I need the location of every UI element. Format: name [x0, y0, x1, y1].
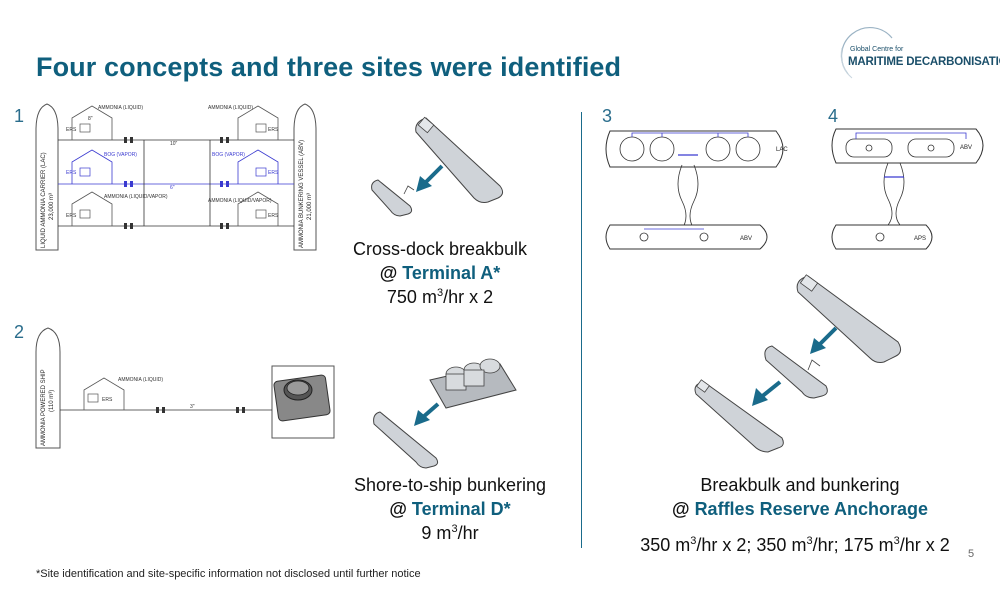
concept-2-illustration	[373, 358, 517, 469]
footnote: *Site identification and site-specific i…	[36, 568, 421, 580]
concept-34-rates: 350 m3/hr x 2; 350 m3/hr; 175 m3/hr x 2	[610, 533, 980, 557]
concept-1-title: Cross-dock breakbulk	[352, 239, 528, 259]
gcmd-logo: Global Centre for MARITIME DECARBONISATI…	[834, 26, 1000, 90]
concept-2-schematic: AMMONIA (LIQUID) ERS 3" AMMONIA POWERED …	[35, 327, 335, 449]
c2-pipe-3: 3"	[190, 404, 195, 410]
c2-ers: ERS	[102, 397, 113, 403]
shore-tank-icon	[273, 374, 331, 422]
c1-ers-5: ERS	[268, 170, 279, 176]
arrow-icon	[810, 326, 838, 354]
c3-bottom-vessel-label: ABV	[740, 236, 752, 242]
rate-1-unit: /hr x 2;	[696, 535, 757, 555]
concept-4-number: 4	[828, 106, 839, 126]
large-tanker-icon	[415, 116, 504, 203]
concept-1-number: 1	[14, 106, 25, 126]
concept-34-caption: Breakbulk and bunkering @ Raffles Reserv…	[650, 473, 950, 521]
c4-bottom-vessel-label: APS	[914, 236, 926, 242]
c1-label-bog-left: BOG (VAPOR)	[104, 152, 137, 158]
small-vessel-icon	[373, 411, 439, 469]
c1-ers-1: ERS	[66, 127, 77, 133]
c1-label-bog-right: BOG (VAPOR)	[212, 152, 245, 158]
c1-ers-6: ERS	[268, 213, 279, 219]
c1-left-vessel-name: LIQUID AMMONIA CARRIER (LAC)	[41, 152, 47, 248]
arrow-icon	[414, 402, 440, 426]
concept-2-site: Terminal D*	[411, 499, 511, 519]
logo-line2: MARITIME DECARBONISATION	[848, 56, 1000, 68]
c1-label-liqvap-right: AMMONIA (LIQUID/VAPOR)	[208, 198, 272, 204]
c1-ers-4: ERS	[268, 127, 279, 133]
c3-top-vessel-label: LAC	[776, 147, 788, 153]
arrow-icon	[416, 164, 444, 192]
concept-2-rate-sup: 3	[451, 523, 458, 535]
concept-1-rate-sup: 3	[436, 287, 444, 299]
c1-label-liquid-left: AMMONIA (LIQUID)	[98, 105, 143, 111]
concept-3-schematic: LAC ABV	[605, 130, 788, 250]
logo-line1: Global Centre for	[850, 46, 904, 53]
c2-vessel-capacity: (110 m³)	[49, 390, 55, 412]
large-tanker-icon	[796, 274, 902, 363]
bunker-vessel-icon	[764, 345, 828, 399]
concept-4-schematic: ABV APS	[831, 128, 984, 250]
concept-1-caption: Cross-dock breakbulk @ Terminal A* 750 m…	[340, 237, 540, 309]
c1-pipe-8: 8"	[88, 116, 93, 122]
concept-1-rate-value: 750 m	[386, 287, 437, 307]
rate-3-unit: /hr x 2	[899, 535, 950, 555]
concept-2-number: 2	[14, 322, 25, 342]
c1-pipe-6: 6"	[170, 185, 175, 191]
concept-3-number: 3	[602, 106, 613, 126]
c1-ers-3: ERS	[66, 213, 77, 219]
concept-2-rate-value: 9 m	[421, 523, 452, 543]
concept-34-at: @	[672, 499, 695, 519]
small-vessel-icon	[371, 179, 415, 217]
concept-34-title: Breakbulk and bunkering	[700, 475, 900, 495]
concept-1-schematic: AMMONIA (LIQUID) AMMONIA (LIQUID) BOG (V…	[35, 103, 317, 251]
c1-left-vessel-capacity: 23,000 m³	[49, 193, 55, 220]
shore-terminal-icon	[429, 358, 517, 409]
concept-2-title: Shore-to-ship bunkering	[353, 475, 547, 495]
c4-top-vessel-label: ABV	[960, 145, 972, 151]
concept-34-illustration	[694, 274, 902, 453]
concept-1-rate-unit: /hr x 2	[443, 287, 494, 307]
concept-1-illustration	[371, 116, 504, 217]
concept-2-at: @	[389, 499, 412, 519]
rate-2-value: 350 m	[756, 535, 807, 555]
c2-label-liquid: AMMONIA (LIQUID)	[118, 377, 163, 383]
c1-pipe-10: 10"	[170, 141, 178, 147]
rate-1-value: 350 m	[640, 535, 691, 555]
c2-vessel-name: AMMONIA POWERED SHIP	[41, 369, 47, 446]
logo-ring-icon	[840, 26, 893, 79]
rate-2-unit: /hr;	[812, 535, 844, 555]
concept-34-site: Raffles Reserve Anchorage	[694, 499, 928, 519]
concept-2-caption: Shore-to-ship bunkering @ Terminal D* 9 …	[335, 473, 565, 545]
rate-3-sup: 3	[893, 535, 900, 547]
c1-right-vessel-name: AMMONIA BUNKERING VESSEL (ABV)	[299, 140, 305, 248]
concept-2-rate-unit: /hr	[457, 523, 479, 543]
c1-label-liquid-right: AMMONIA (LIQUID)	[208, 105, 253, 111]
concept-1-at: @	[379, 263, 403, 283]
rate-3-value: 175 m	[843, 535, 894, 555]
arrow-icon	[752, 380, 782, 406]
slide-title: Four concepts and three sites were ident…	[36, 52, 622, 82]
page-number: 5	[968, 548, 975, 560]
rate-1-sup: 3	[690, 535, 697, 547]
section-divider	[581, 112, 582, 548]
rate-2-sup: 3	[806, 535, 813, 547]
c1-ers-2: ERS	[66, 170, 77, 176]
receiving-ship-icon	[694, 379, 784, 453]
c1-right-vessel-capacity: 21,000 m³	[307, 193, 313, 220]
concept-1-site: Terminal A*	[402, 263, 501, 283]
c1-label-liqvap-left: AMMONIA (LIQUID/VAPOR)	[104, 194, 168, 200]
